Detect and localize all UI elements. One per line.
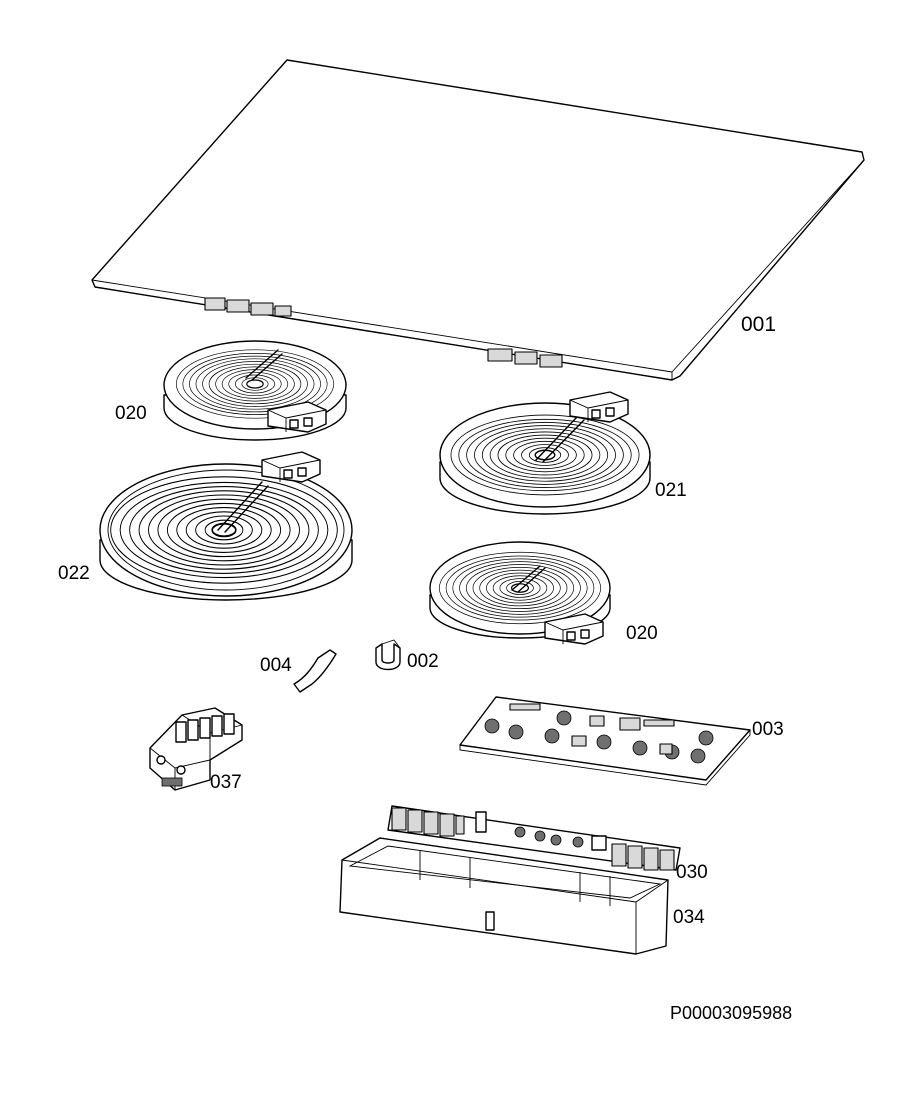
diagram-reference-number: P00003095988 <box>670 1003 793 1023</box>
part-label-037: 037 <box>210 772 242 793</box>
part-label-030: 030 <box>676 862 708 883</box>
part-label-022: 022 <box>58 563 90 584</box>
hotplate-small-front-drawing <box>429 541 611 645</box>
hotplate-large-drawing <box>99 451 353 601</box>
control-board-drawing <box>459 696 751 786</box>
part-label-034: 034 <box>673 907 705 928</box>
part-label-004: 004 <box>260 655 292 676</box>
part-label-020-rear: 020 <box>115 403 147 424</box>
housing-drawing <box>339 837 669 955</box>
hotplate-right-drawing <box>439 391 651 515</box>
part-label-002: 002 <box>407 651 439 672</box>
glass-top-drawing <box>91 59 865 381</box>
hotplate-small-rear-drawing <box>163 340 347 441</box>
clip-drawing <box>375 639 401 671</box>
part-label-021: 021 <box>655 480 687 501</box>
part-label-020-front: 020 <box>626 623 658 644</box>
power-board-drawing <box>387 805 681 871</box>
terminal-block-drawing <box>149 707 243 791</box>
part-label-001: 001 <box>741 313 777 336</box>
part-label-003: 003 <box>752 719 784 740</box>
strip-drawing <box>293 649 337 693</box>
